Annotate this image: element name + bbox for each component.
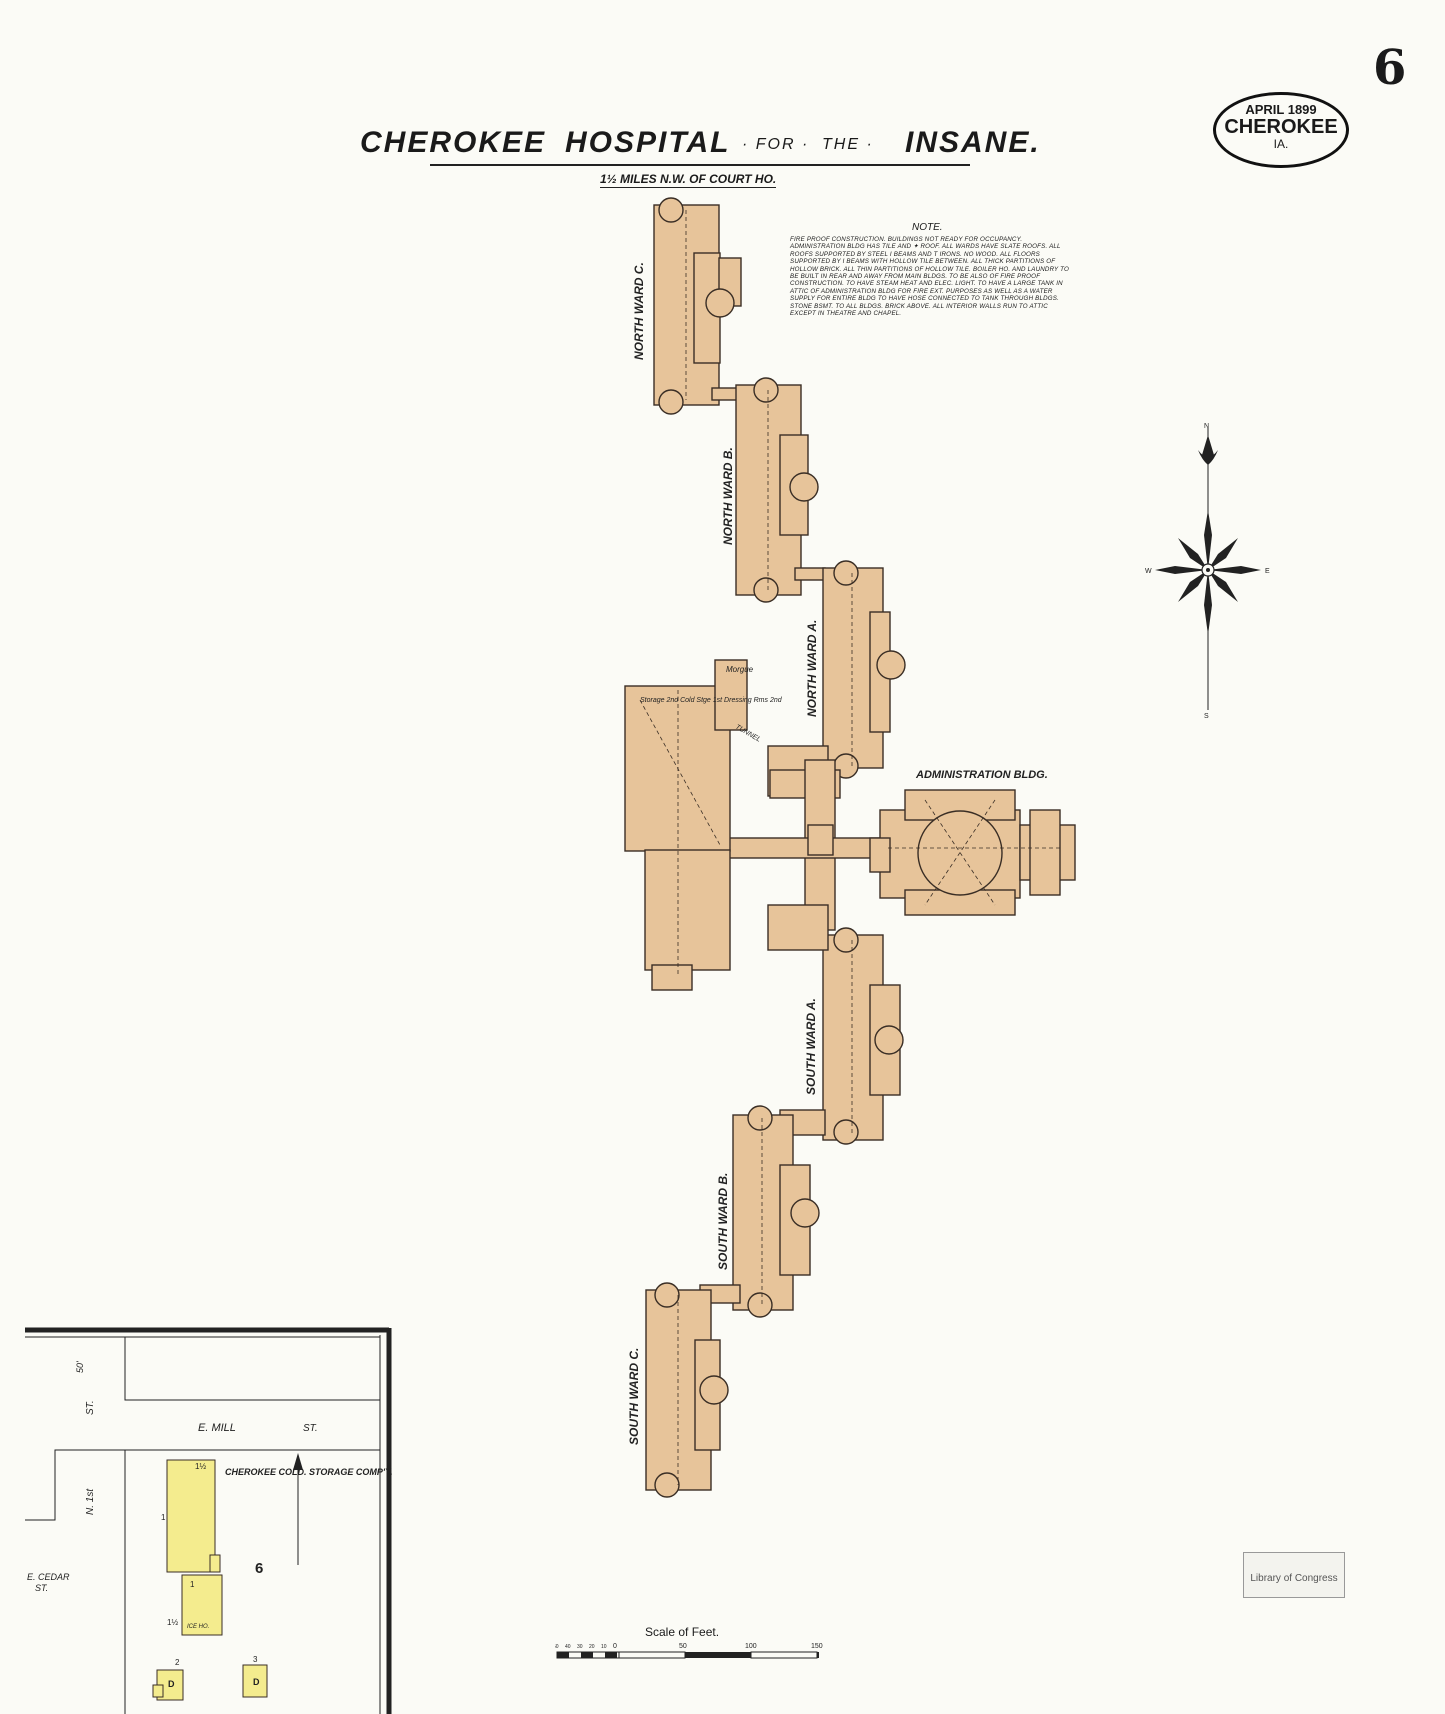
south-ward-b-label: SOUTH WARD B. <box>716 1173 730 1270</box>
fleur-de-lis-icon <box>1198 435 1218 465</box>
scale-tick-label: 40 <box>565 1644 571 1650</box>
north-ward-b-label: NORTH WARD B. <box>721 447 735 545</box>
title-word-hospital: HOSPITAL <box>565 126 731 159</box>
dwelling-label-3: D <box>253 1677 260 1687</box>
story-label-2: 1 <box>190 1580 195 1589</box>
city-cartouche: APRIL 1899 CHEROKEE IA. <box>1213 92 1349 168</box>
scale-tick-label: 10 <box>601 1644 607 1650</box>
street-mill-st: ST. <box>303 1423 318 1434</box>
scale-tick-label: 150 <box>811 1643 823 1650</box>
lot-label-2: 2 <box>175 1658 180 1667</box>
scale-label: Scale of Feet. <box>645 1625 720 1639</box>
street-cedar: E. CEDAR <box>27 1572 70 1582</box>
title-word-cherokee: CHEROKEE <box>360 126 547 159</box>
title-word-the: THE · <box>822 136 874 153</box>
library-stamp: Library of Congress <box>1243 1552 1345 1598</box>
title-underline <box>430 164 970 166</box>
dwelling-3 <box>242 1664 268 1698</box>
company-label-line: CHEROKEE COLD. STORAGE COMP'Y. <box>225 1467 393 1477</box>
scale-tick-label: 0 <box>613 1643 617 1650</box>
scale-tick-label: 20 <box>589 1644 595 1650</box>
scale-bar: 5040302010050100150 <box>555 1643 823 1659</box>
note-body: Fire proof construction. Buildings not r… <box>790 236 1070 318</box>
street-cedar-st: ST. <box>35 1583 48 1593</box>
compass-south: S <box>1204 713 1209 720</box>
scale-tick-label: 50 <box>679 1643 687 1650</box>
storage-label: Storage 2nd Cold Stge 1st Dressing Rms 2… <box>640 697 783 704</box>
scale-tick-label: 100 <box>745 1643 757 1650</box>
title-word-insane: INSANE. <box>905 126 1041 159</box>
sheet-number: 6 <box>1373 40 1407 96</box>
subtitle: 1½ MILES N.W. OF COURT HO. <box>600 172 777 188</box>
title-word-for: · FOR · <box>742 136 810 153</box>
street-width: 50' <box>75 1361 85 1373</box>
south-ward-c-label: SOUTH WARD C. <box>627 1348 641 1445</box>
scale-tick-label: 30 <box>577 1644 583 1650</box>
ice-house-building <box>181 1574 223 1636</box>
ice-house-label: ICE HO. <box>187 1624 209 1630</box>
north-ward-c-label: NORTH WARD C. <box>632 262 646 360</box>
library-stamp-text: Library of Congress <box>1250 1573 1338 1584</box>
compass-north: N <box>1204 423 1209 430</box>
story-label-1: 1½ <box>195 1462 206 1471</box>
lot-label-3: 3 <box>253 1655 258 1664</box>
administration-label: ADMINISTRATION BLDG. <box>915 769 1048 781</box>
cartouche-date: APRIL 1899 <box>1245 102 1317 117</box>
cold-storage-building <box>166 1459 216 1573</box>
street-first-st: ST. <box>85 1400 96 1415</box>
south-ward-a-label: SOUTH WARD A. <box>804 998 818 1095</box>
compass-rose: N S W E <box>1145 423 1270 720</box>
north-arrow-icon <box>293 1453 303 1470</box>
story-label-3: 1½ <box>167 1618 178 1627</box>
scale-tick-label: 50 <box>555 1644 559 1650</box>
compass-east: E <box>1265 568 1270 575</box>
note-heading: NOTE. <box>912 222 943 233</box>
street-mill: E. MILL <box>198 1422 236 1434</box>
tunnel-label: TUNNEL <box>734 724 762 744</box>
street-first: N. 1st <box>85 1488 96 1515</box>
cartouche-city: CHEROKEE <box>1224 116 1338 138</box>
dwelling-label-2: D <box>168 1679 175 1689</box>
lot-label-1: 1 <box>161 1513 166 1522</box>
morgue-label: Morgue <box>726 665 754 674</box>
north-ward-a-label: NORTH WARD A. <box>805 620 819 717</box>
compass-west: W <box>1145 568 1152 575</box>
block-number: 6 <box>255 1560 263 1577</box>
cartouche-state: IA. <box>1273 137 1289 151</box>
inset-map: E. MILL ST. N. 1st ST. 50' E. CEDAR ST. … <box>25 1327 393 1714</box>
